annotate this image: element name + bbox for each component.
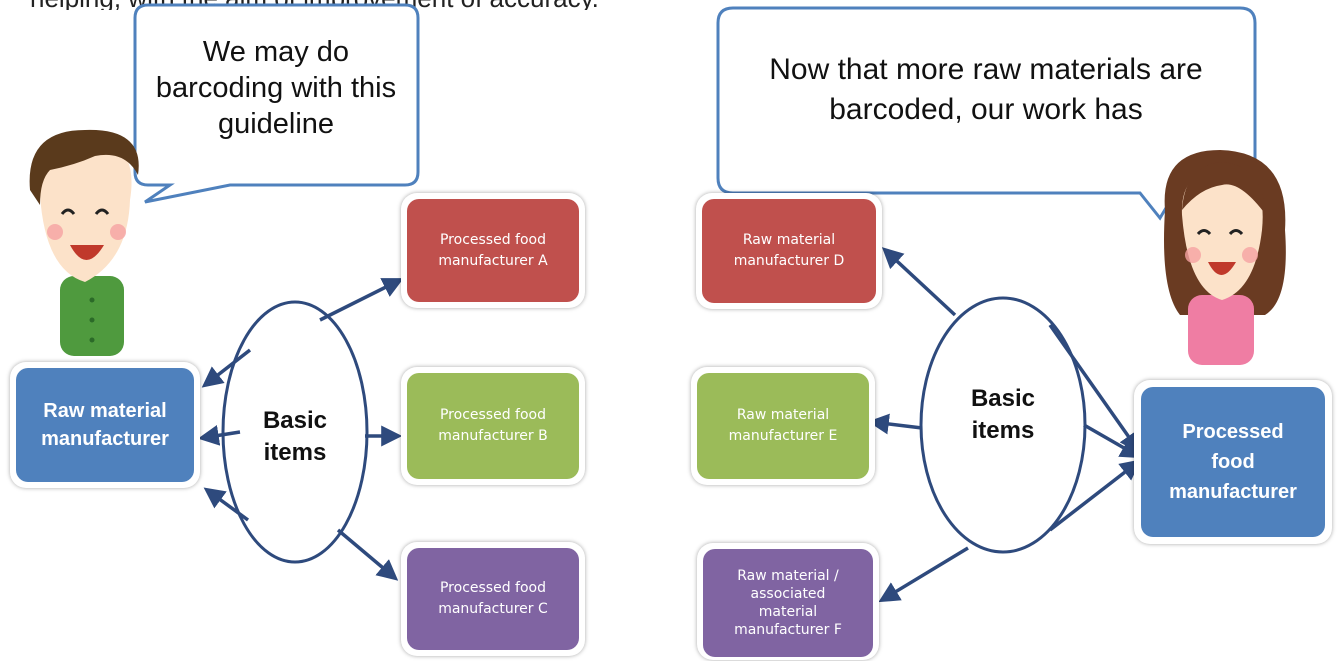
left-bubble-text: We may do barcoding with this guideline <box>140 34 412 142</box>
manufacturer-c-box: Processed food manufacturer C <box>407 548 579 650</box>
manufacturer-f-line-2: associated <box>750 586 826 602</box>
manufacturer-e-line-1: Raw material <box>736 407 830 423</box>
raw-material-source-line-1: Raw material <box>43 400 167 422</box>
manufacturer-d-line-2: manufacturer D <box>733 253 845 269</box>
arrow-to-manufacturer-d <box>881 247 957 317</box>
right-hub-line-2: items <box>971 417 1035 444</box>
right-bubble-line-1: Now that more raw materials are <box>769 53 1203 86</box>
processed-food-dest-line-1: Processed <box>1182 421 1284 443</box>
manufacturer-a-line-2: manufacturer A <box>438 252 548 269</box>
woman-illustration <box>1164 150 1286 365</box>
left-hub-label: Basic items <box>240 405 350 469</box>
manufacturer-a-box: Processed food manufacturer A <box>407 199 579 302</box>
left-arrows <box>197 278 404 581</box>
manufacturer-a-line-1: Processed food <box>439 231 546 248</box>
arrow-to-manufacturer-a <box>319 278 404 322</box>
manufacturer-f-line-1: Raw material / <box>737 568 839 584</box>
right-hub-label: Basic items <box>948 383 1058 447</box>
manufacturer-d-line-1: Raw material <box>742 232 836 248</box>
boy-illustration <box>29 129 139 356</box>
arrow-to-manufacturer-e <box>867 413 923 435</box>
arrow-to-manufacturer-c <box>336 528 399 581</box>
manufacturer-f-line-4: manufacturer F <box>734 622 842 638</box>
manufacturer-b-box: Processed food manufacturer B <box>407 373 579 479</box>
processed-food-dest-line-2: food <box>1211 451 1255 473</box>
manufacturer-e-line-2: manufacturer E <box>728 428 838 444</box>
manufacturer-e-box: Raw material manufacturer E <box>697 373 869 479</box>
arrow-to-raw-source-bottom <box>203 487 250 522</box>
left-bubble-line-2: barcoding with this <box>155 72 397 104</box>
left-bubble-line-3: guideline <box>217 108 335 140</box>
processed-food-dest-box: Processed food manufacturer <box>1141 387 1325 537</box>
right-bubble-text: Now that more raw materials are barcoded… <box>725 50 1247 130</box>
arrow-to-processed-mid <box>1083 423 1142 459</box>
right-arrows <box>867 247 1142 603</box>
arrow-to-processed-bottom <box>1048 459 1142 532</box>
manufacturer-c-line-2: manufacturer C <box>438 601 548 617</box>
right-bubble-line-2: barcoded, our work has <box>829 93 1143 126</box>
raw-material-source-line-2: manufacturer <box>41 428 169 450</box>
raw-material-source-box: Raw material manufacturer <box>16 368 194 482</box>
right-hub-line-1: Basic <box>970 385 1036 412</box>
arrow-to-raw-source-mid <box>197 425 241 446</box>
manufacturer-f-box: Raw material / associated material manuf… <box>703 549 873 657</box>
processed-food-dest-line-3: manufacturer <box>1169 481 1297 503</box>
arrow-to-manufacturer-f <box>878 546 969 603</box>
manufacturer-b-line-1: Processed food <box>439 407 546 423</box>
left-hub-ellipse <box>221 300 369 564</box>
manufacturer-f-line-3: material <box>758 604 818 620</box>
left-hub-line-2: items <box>263 439 327 466</box>
manufacturer-c-line-1: Processed food <box>439 580 546 596</box>
arrow-to-processed-top <box>1048 323 1141 454</box>
manufacturer-b-line-2: manufacturer B <box>438 428 548 444</box>
left-hub-line-1: Basic <box>262 407 328 434</box>
arrow-to-raw-source-top <box>201 348 252 388</box>
left-bubble-line-1: We may do <box>202 36 350 68</box>
left-speech-bubble <box>133 3 420 204</box>
manufacturer-d-box: Raw material manufacturer D <box>702 199 876 303</box>
